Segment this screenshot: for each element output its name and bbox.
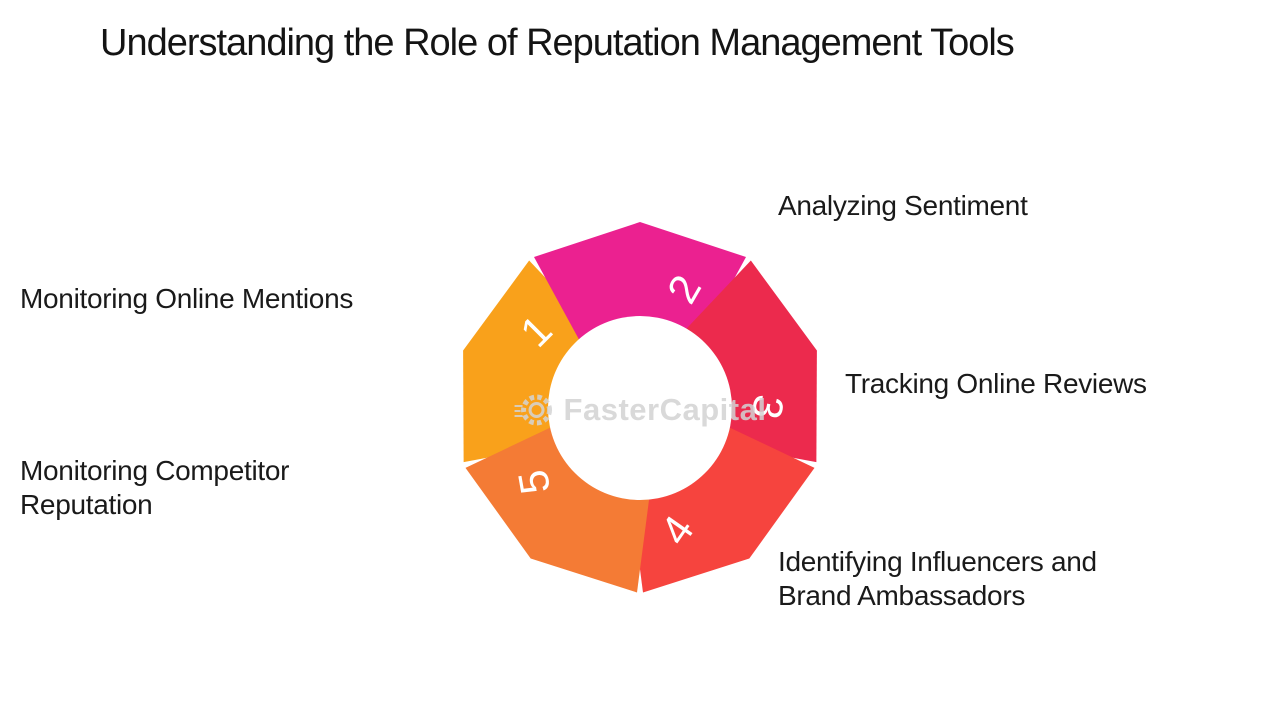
center-circle	[548, 316, 732, 500]
petal-label-identifying-influencers: Identifying Influencers and Brand Ambass…	[778, 546, 1097, 611]
petal-label-analyzing-sentiment: Analyzing Sentiment	[778, 190, 1028, 221]
petal-label-monitoring-competitor-reputation: Monitoring Competitor Reputation	[20, 455, 290, 520]
page-title: Understanding the Role of Reputation Man…	[100, 22, 1015, 64]
petal-label-tracking-online-reviews: Tracking Online Reviews	[845, 368, 1147, 399]
petal-label-monitoring-online-mentions: Monitoring Online Mentions	[20, 283, 354, 314]
